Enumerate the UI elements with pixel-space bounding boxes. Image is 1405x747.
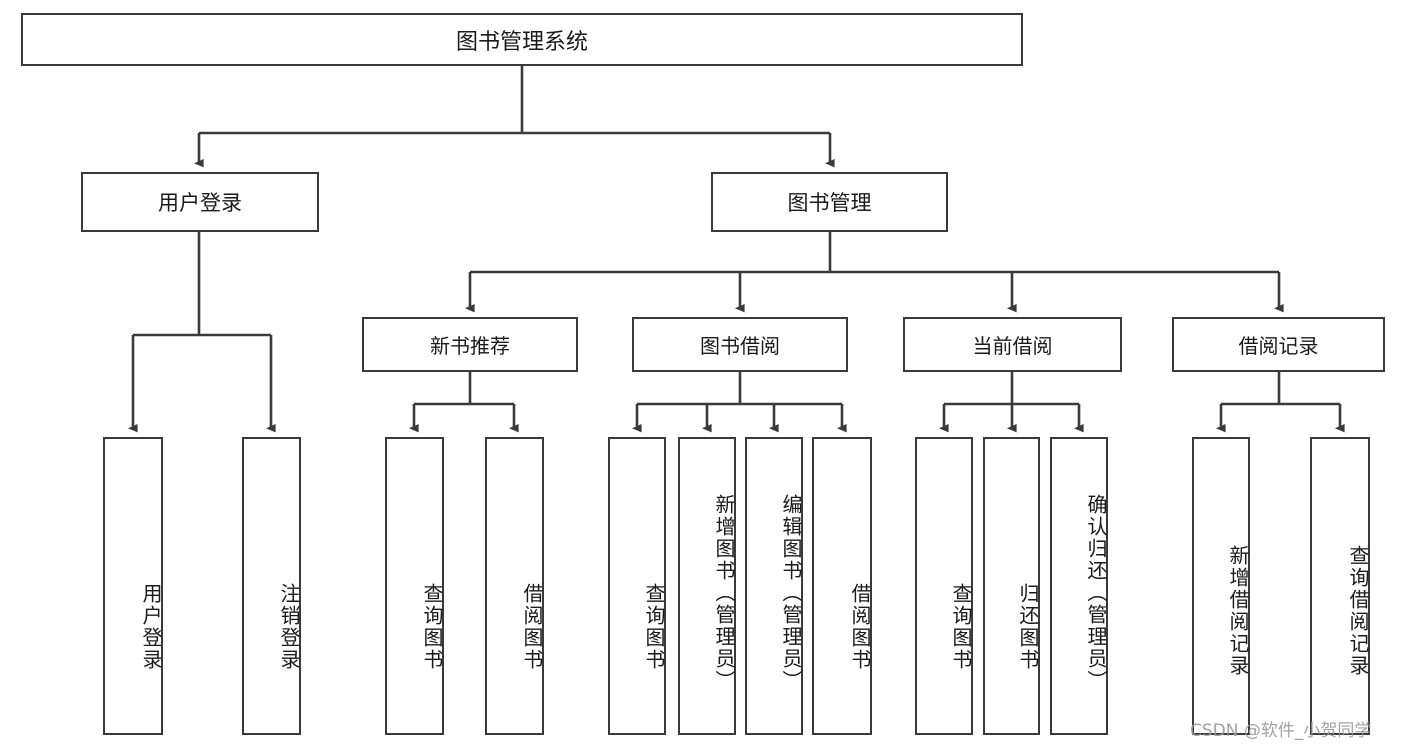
leaf-current-borrow-query[interactable]: 查询图书 (915, 437, 973, 735)
leaf-borrow-record-add[interactable]: 新增借阅记录 (1192, 437, 1250, 735)
leaf-label: 借阅图书 (520, 583, 544, 671)
leaf-label: 查询借阅记录 (1346, 545, 1370, 677)
leaf-label: 新增图书（管理员） (712, 494, 736, 692)
leaf-label: 归还图书 (1016, 583, 1040, 671)
leaf-current-borrow-return[interactable]: 归还图书 (983, 437, 1040, 735)
leaf-book-borrow-add[interactable]: 新增图书（管理员） (678, 437, 736, 735)
leaf-new-book-borrow[interactable]: 借阅图书 (485, 437, 544, 735)
leaf-label: 借阅图书 (848, 583, 872, 671)
leaf-label: 注销登录 (277, 583, 301, 671)
leaf-new-book-query[interactable]: 查询图书 (385, 437, 444, 735)
csdn-watermark: CSDN @软件_小贺同学 (1190, 721, 1372, 741)
node-user-login[interactable]: 用户登录 (81, 172, 319, 232)
leaf-current-borrow-confirm[interactable]: 确认归还（管理员） (1050, 437, 1108, 735)
node-book-management[interactable]: 图书管理 (711, 172, 948, 232)
leaf-label: 新增借阅记录 (1226, 545, 1250, 677)
leaf-label: 确认归还（管理员） (1084, 494, 1108, 692)
leaf-borrow-record-query[interactable]: 查询借阅记录 (1310, 437, 1370, 735)
leaf-user-login-logout[interactable]: 注销登录 (242, 437, 301, 735)
node-book-borrow[interactable]: 图书借阅 (632, 317, 848, 372)
leaf-label: 查询图书 (949, 583, 973, 671)
node-current-borrow[interactable]: 当前借阅 (903, 317, 1122, 372)
leaf-label: 用户登录 (139, 583, 163, 671)
node-new-book-recommend[interactable]: 新书推荐 (362, 317, 578, 372)
node-root-system[interactable]: 图书管理系统 (21, 13, 1023, 66)
leaf-label: 查询图书 (420, 583, 444, 671)
node-borrow-record[interactable]: 借阅记录 (1172, 317, 1385, 372)
leaf-book-borrow-query[interactable]: 查询图书 (608, 437, 666, 735)
leaf-label: 查询图书 (642, 583, 666, 671)
leaf-user-login-login[interactable]: 用户登录 (103, 437, 163, 735)
leaf-book-borrow-borrow[interactable]: 借阅图书 (812, 437, 872, 735)
leaf-label: 编辑图书（管理员） (779, 494, 803, 692)
leaf-book-borrow-edit[interactable]: 编辑图书（管理员） (745, 437, 803, 735)
